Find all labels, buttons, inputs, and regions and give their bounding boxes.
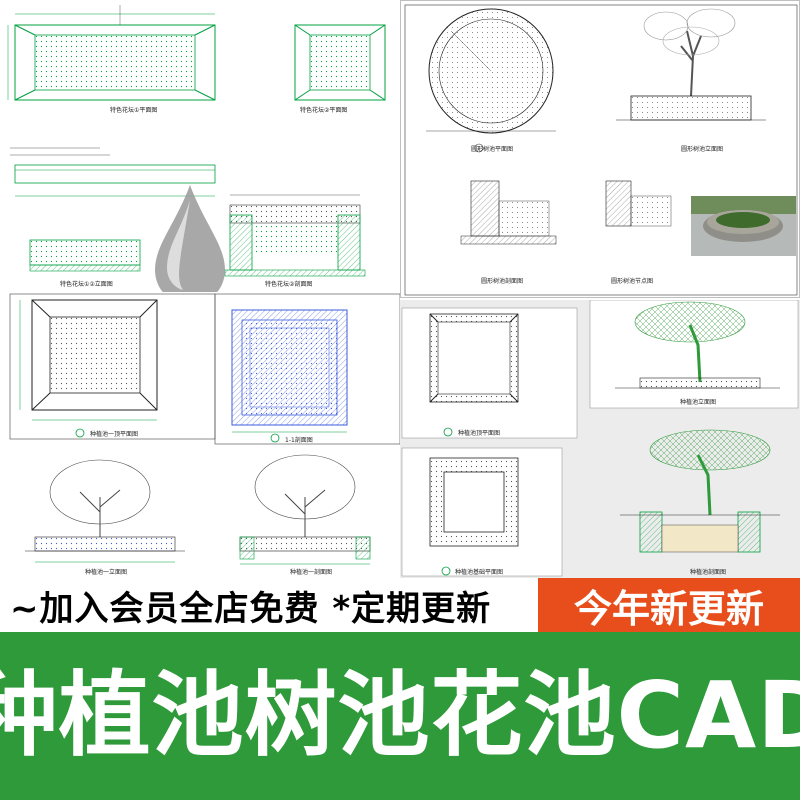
drawing-round-tree-pool: 圆形树池平面图 1 圆形树池立面图 圆形树池剖面图 圆形树池节点图 (400, 0, 800, 298)
caption-round-pool-plan: 圆形树池平面图 (471, 145, 513, 153)
promo-new-update-text: 今年新更新 (573, 586, 764, 631)
caption-planter-top-plan: 种植池一顶平面图 (90, 430, 138, 438)
tree-icon (649, 429, 771, 516)
tree-icon (643, 8, 736, 97)
tree-icon (49, 459, 151, 537)
caption-flower-bed-elevation: 特色花坛①②立面图 (60, 280, 113, 288)
caption-planter-foundation: 种植池基础平面图 (455, 568, 503, 576)
tree-icon (634, 301, 746, 383)
square-planter-svg: 种植池一顶平面图 1-1剖面图 种植池一立面图 种植池一剖面图 (9, 293, 400, 576)
drawing-number-1: 1 (477, 146, 480, 151)
caption-round-pool-section: 圆形树池剖面图 (481, 277, 523, 285)
caption-flower-bed-1-plan: 特色花坛①平面图 (110, 106, 157, 114)
round-tree-pool-svg: 圆形树池平面图 1 圆形树池立面图 圆形树池剖面图 圆形树池节点图 (404, 4, 798, 296)
tree-icon (254, 454, 356, 537)
caption-round-pool-node: 圆形树池节点图 (611, 277, 653, 285)
promo-new-update-badge: 今年新更新 (538, 578, 800, 632)
caption-flower-bed-section: 特色花坛②剖面图 (265, 280, 312, 288)
caption-planter-section: 种植池一剖面图 (290, 568, 332, 576)
caption-flower-bed-2-plan: 特色花坛②平面图 (300, 106, 347, 114)
page-title: 种植池树池花池CAD (0, 662, 800, 769)
drawing-square-planter: 种植池一顶平面图 1-1剖面图 种植池一立面图 种植池一剖面图 (0, 292, 400, 578)
planter-sheet-svg: 种植池顶平面图 种植池立面图 种植池基础平面图 种植池剖面图 (401, 300, 799, 577)
promo-member-banner: ~加入会员全店免费 *定期更新 (0, 578, 538, 632)
caption-planter-elevation-2: 种植池立面图 (680, 398, 716, 406)
caption-planter-top-plan-2: 种植池顶平面图 (458, 429, 500, 437)
caption-section-1-1: 1-1剖面图 (285, 436, 313, 444)
caption-planter-elevation: 种植池一立面图 (85, 568, 127, 576)
promo-member-text: ~加入会员全店免费 *定期更新 (10, 588, 492, 629)
title-banner: 种植池树池花池CAD (0, 632, 800, 800)
caption-round-pool-elevation: 圆形树池立面图 (681, 145, 723, 153)
caption-planter-section-2: 种植池剖面图 (690, 568, 726, 576)
flower-bed-plan-svg: 特色花坛①平面图 特色花坛②平面图 特色花坛①②立面图 特色花坛②剖面图 (7, 5, 386, 288)
drawing-planter-sheet: 种植池顶平面图 种植池立面图 种植池基础平面图 种植池剖面图 (400, 300, 800, 578)
